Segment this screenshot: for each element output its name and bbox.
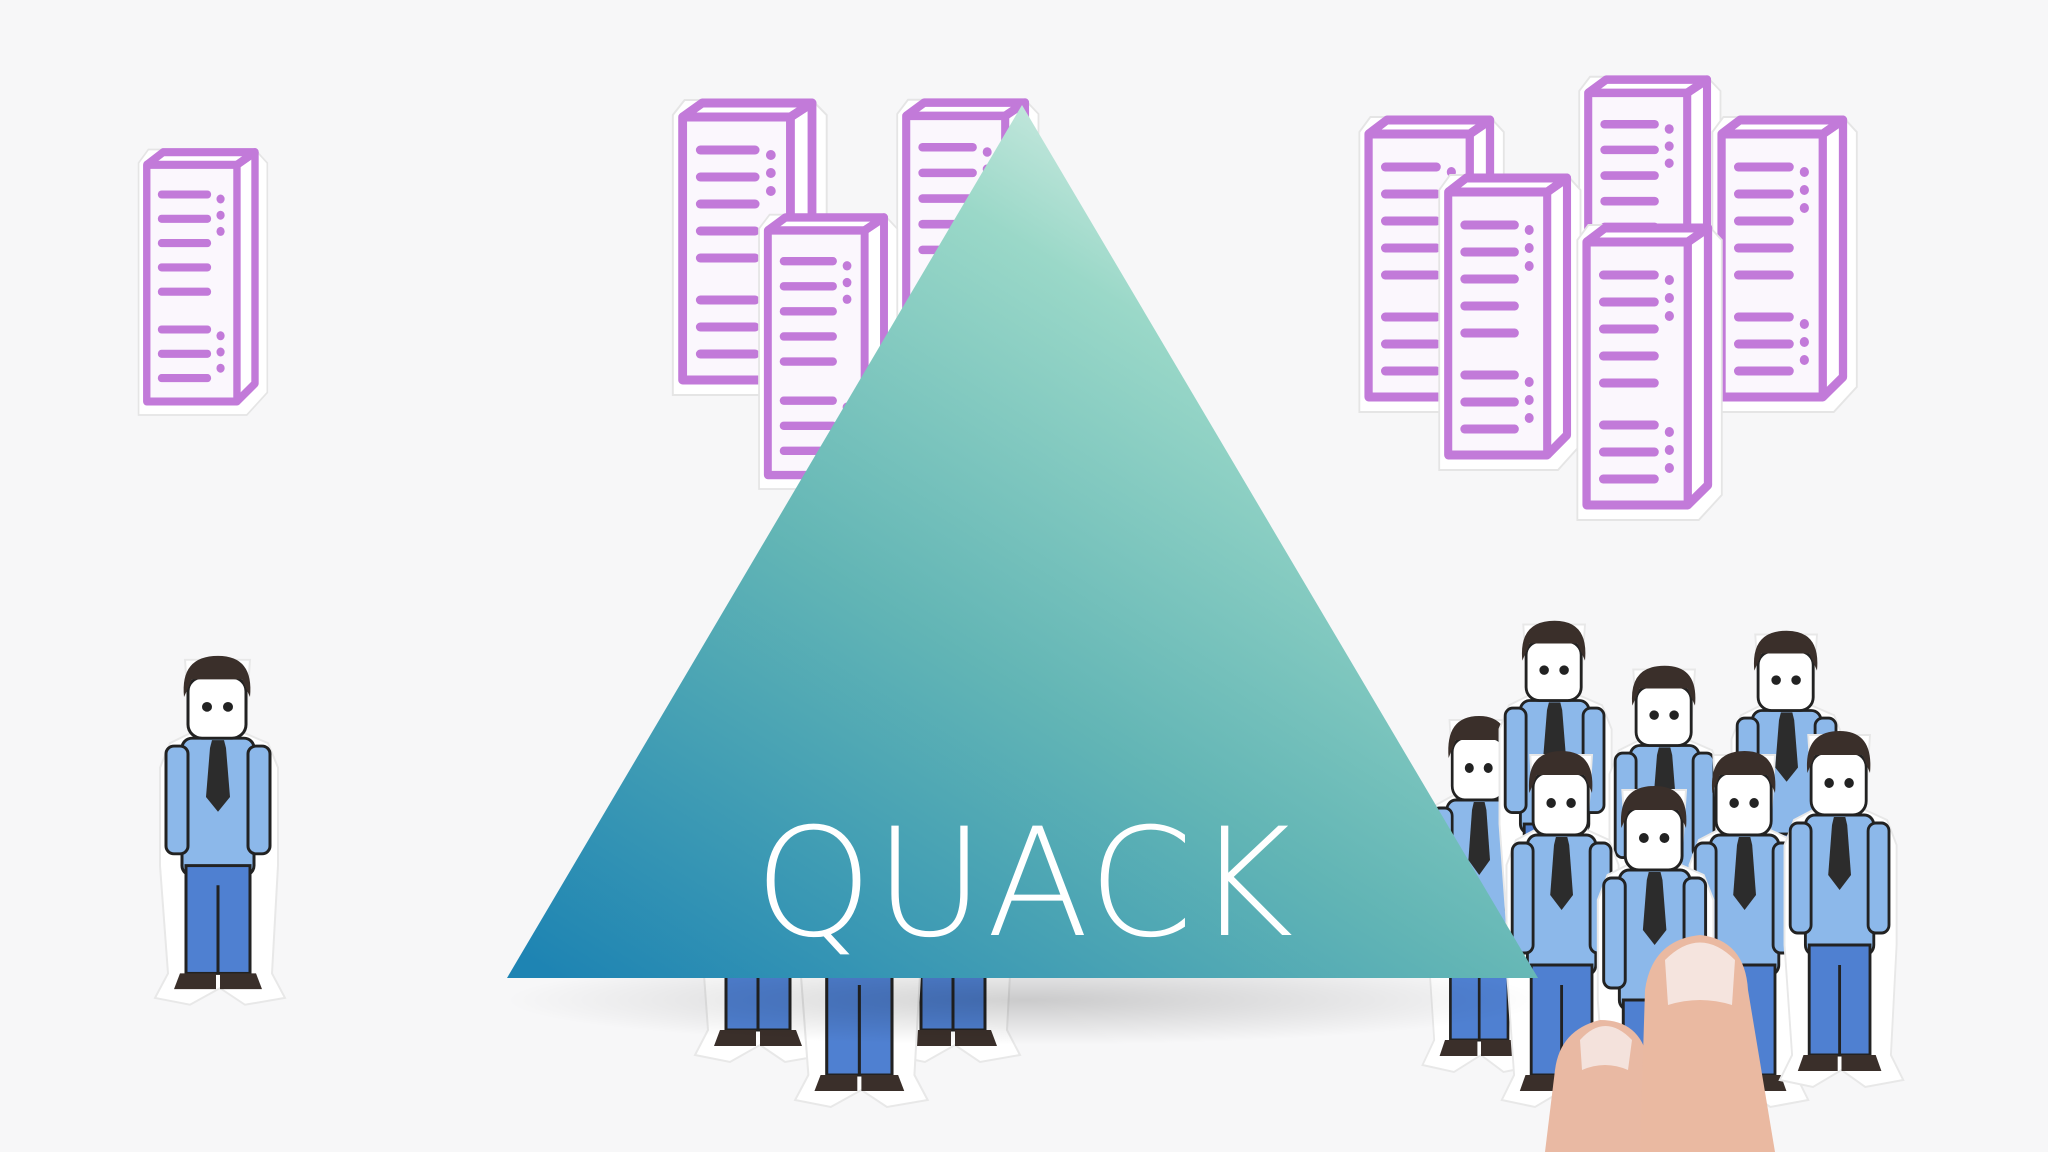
quack-label: QUACK xyxy=(755,797,1296,971)
server-icon xyxy=(1577,225,1721,520)
large-team-servers xyxy=(1359,77,1856,520)
single-person-icon xyxy=(155,656,285,1005)
single-server-icon xyxy=(139,150,268,416)
server-icon xyxy=(1712,117,1856,412)
server-icon xyxy=(1439,175,1580,470)
